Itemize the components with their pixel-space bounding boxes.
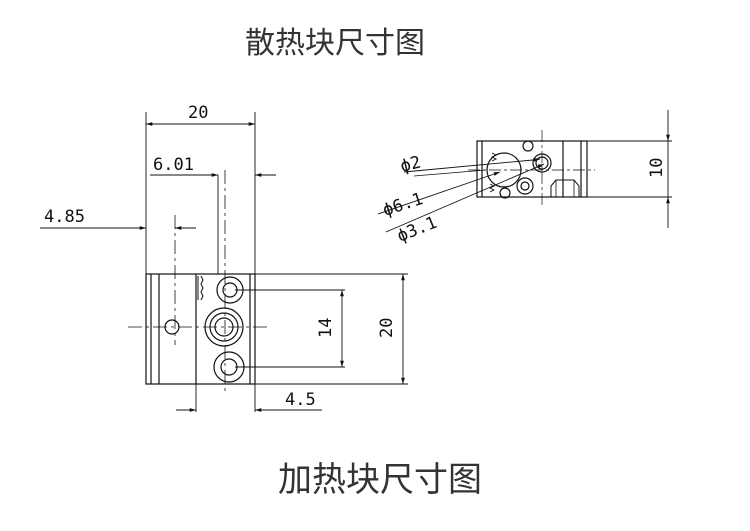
hole-medium-label: ϕ3.1 bbox=[394, 213, 439, 247]
heatsink-bottom-hole bbox=[516, 177, 534, 195]
dim-offset-top-label: 6.01 bbox=[153, 155, 194, 175]
heatsink-height-label: 10 bbox=[647, 158, 667, 178]
hole-large-label: ϕ6.1 bbox=[380, 189, 425, 221]
dim-offset-left-label: 4.85 bbox=[44, 207, 85, 227]
dim-width-label: 20 bbox=[188, 103, 208, 123]
dim-height-label: 20 bbox=[377, 318, 397, 338]
hole-small-label: ϕ2 bbox=[398, 152, 423, 176]
heatsink-title: 散热块尺寸图 bbox=[245, 26, 425, 61]
heater-block-title: 加热块尺寸图 bbox=[278, 460, 482, 500]
heater-block-outline bbox=[145, 273, 256, 385]
dim-hole-spacing-label: 14 bbox=[316, 318, 336, 338]
heatsink-block-outline bbox=[476, 140, 588, 198]
heatsink-top-hole bbox=[522, 140, 534, 152]
dim-bottom-offset-label: 4.5 bbox=[285, 390, 316, 410]
heatsink-block-drawing bbox=[377, 110, 672, 233]
heater-block-drawing bbox=[40, 112, 408, 412]
